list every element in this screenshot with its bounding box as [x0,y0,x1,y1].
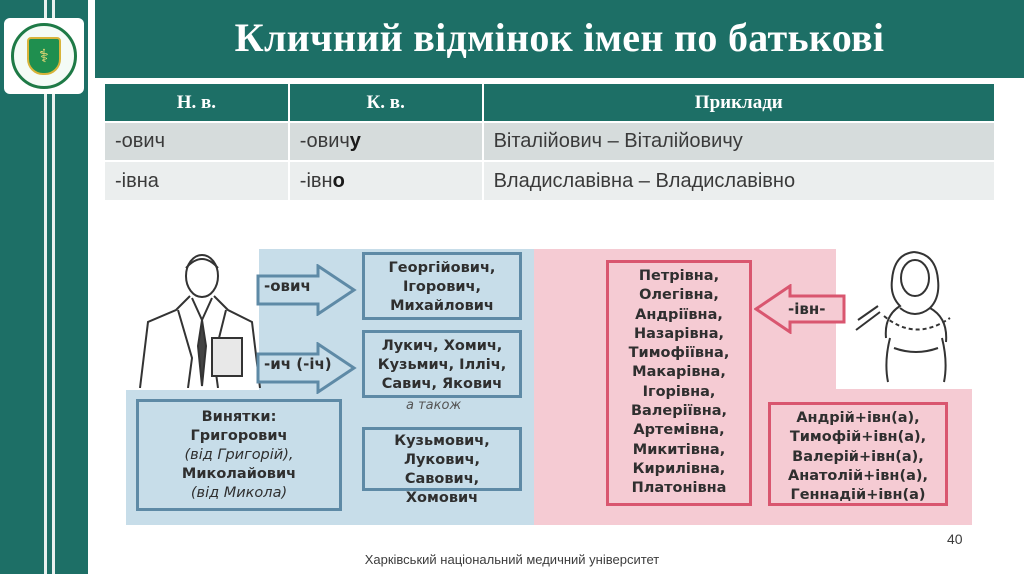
cell-example: Владиславівна – Владиславівно [482,160,997,200]
table-header-row: Н. в. К. в. Приклади [105,84,997,122]
woman-figure-icon [855,251,951,383]
also-note: а також [406,398,462,413]
footer-university: Харківський національний медичний універ… [364,552,660,567]
col-header-examples: Приклади [482,84,997,122]
col-header-nominative: Н. в. [105,84,290,122]
cell-example: Віталійович – Віталійовичу [482,121,997,161]
logo-shield-icon: ⚕ [27,37,61,75]
decor-stripe [52,0,55,574]
col-header-vocative: К. в. [288,84,484,122]
patronymic-diagram: -ович -ич (-іч) -івн- Георгійович,Ігоров… [106,244,972,530]
box-ivna-examples: Петрівна,Олегівна,Андріївна, Назарівна,Т… [606,260,752,506]
decor-stripe [44,0,47,574]
table-row: -івна -івно Владиславівна – Владиславівн… [105,160,997,200]
box-exceptions: Винятки: Григорович (від Григорій), Мико… [136,399,342,511]
left-decor-bar [0,0,88,574]
arrow-ivn-label: -івн- [788,300,826,318]
patronymic-table: Н. в. К. в. Приклади -ович -овичу Віталі… [105,84,997,200]
university-logo: ⚕ [4,18,84,94]
arrow-ovych-icon [256,264,357,316]
cell-vocative: -овичу [288,121,484,161]
page-number: 40 [947,531,963,547]
arrow-ovych-label: -ович [264,277,311,295]
cell-nominative: -івна [105,160,290,200]
box-ovych-examples: Георгійович,Ігорович,Михайлович [362,252,522,320]
box-formation-rules: Андрій+івн(а),Тимофій+івн(а),Валерій+івн… [768,402,948,506]
cell-vocative: -івно [288,160,484,200]
slide-title: Кличний відмінок імен по батькові [234,15,885,60]
arrow-ych-icon [256,342,357,394]
arrow-ych-label: -ич (-іч) [264,355,332,373]
box-also-examples: Кузьмович,Лукович, Савович,Хомович [362,427,522,506]
box-ych-examples: Лукич, Хомич,Кузьмич, Ілліч,Савич, Якови… [362,330,522,398]
table-row: -ович -овичу Віталійович – Віталійовичу [105,121,997,161]
title-bar: Кличний відмінок імен по батькові [95,0,1024,78]
logo-ring: ⚕ [11,23,77,89]
cell-nominative: -ович [105,121,290,161]
man-figure-icon [139,254,261,388]
arrow-ivn-icon [754,284,846,334]
